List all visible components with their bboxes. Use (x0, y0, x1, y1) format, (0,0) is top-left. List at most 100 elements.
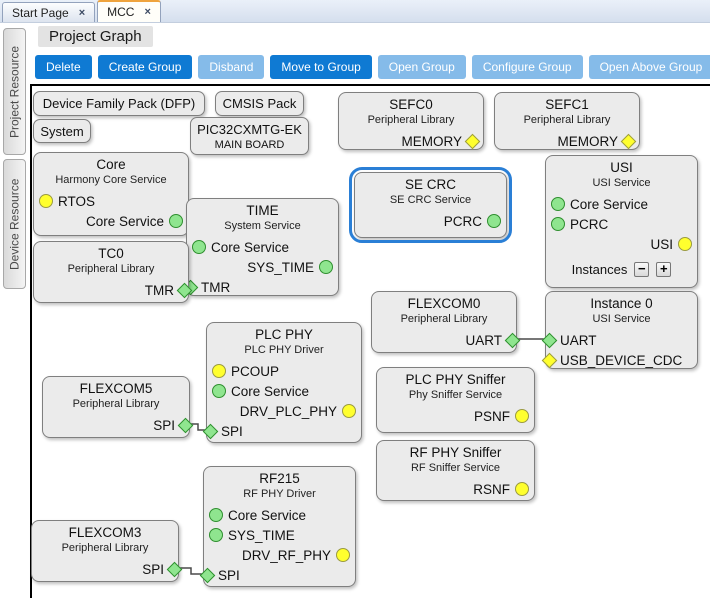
tab-start-page-label: Start Page (12, 5, 69, 20)
pin-label: RSNF (473, 481, 510, 497)
graph-toolbar: Delete Create Group Disband Move to Grou… (35, 55, 710, 79)
green-circle-icon[interactable] (212, 384, 226, 398)
node-subtitle: USI Service (592, 313, 651, 325)
yellow-diamond-icon[interactable] (620, 133, 637, 149)
node-flexcom3[interactable]: FLEXCOM3 Peripheral Library SPI (31, 520, 183, 582)
node-title: RF215 (259, 471, 300, 486)
node-title: System (40, 123, 84, 139)
delete-button[interactable]: Delete (35, 55, 92, 79)
node-title: SEFC1 (545, 97, 589, 112)
node-title: Instance 0 (590, 296, 653, 311)
node-title: PIC32CXMTG-EK (197, 121, 302, 137)
page-title: Project Graph (38, 26, 153, 47)
node-title: SEFC0 (389, 97, 433, 112)
yellow-circle-icon[interactable] (515, 409, 529, 423)
pin-label: RTOS (58, 193, 96, 209)
yellow-circle-icon[interactable] (678, 237, 692, 251)
yellow-circle-icon[interactable] (39, 194, 53, 208)
node-time[interactable]: TIME System Service Core Service SYS_TIM… (182, 198, 339, 296)
move-to-group-button[interactable]: Move to Group (270, 55, 372, 79)
node-cmsis-pack[interactable]: CMSIS Pack (215, 91, 304, 116)
node-title: FLEXCOM0 (407, 296, 481, 311)
node-instance-0[interactable]: Instance 0 USI Service UART USB_DEVICE_C… (541, 291, 698, 369)
node-subtitle: SE CRC Service (389, 194, 472, 206)
yellow-diamond-icon[interactable] (464, 133, 481, 149)
node-subtitle: Peripheral Library (61, 542, 149, 554)
node-sefc1[interactable]: SEFC1 Peripheral Library MEMORY (494, 92, 640, 150)
green-diamond-icon[interactable] (541, 332, 558, 348)
open-group-button[interactable]: Open Group (377, 55, 466, 79)
pin-label: Core Service (85, 213, 164, 229)
green-circle-icon[interactable] (192, 240, 206, 254)
green-circle-icon[interactable] (551, 197, 565, 211)
pin-label: UART (560, 332, 597, 348)
node-plc-phy[interactable]: PLC PHY PLC PHY Driver PCOUP Core Servic… (202, 322, 362, 443)
node-usi[interactable]: USI USI Service Core Service PCRC USI In… (545, 155, 698, 288)
node-title: PLC PHY Sniffer (405, 372, 506, 387)
green-circle-icon[interactable] (487, 214, 501, 228)
disband-button[interactable]: Disband (198, 55, 265, 79)
node-subtitle: Peripheral Library (523, 114, 611, 126)
node-subtitle: Peripheral Library (367, 114, 455, 126)
pin-label: USB_DEVICE_CDC (560, 352, 683, 368)
pin-label: PCRC (570, 216, 609, 232)
add-instance-button[interactable]: + (656, 261, 672, 277)
green-circle-icon[interactable] (209, 508, 223, 522)
close-icon[interactable]: × (144, 6, 151, 18)
yellow-circle-icon[interactable] (342, 404, 356, 418)
node-system[interactable]: System (33, 119, 91, 143)
node-rf215[interactable]: RF215 RF PHY Driver Core Service SYS_TIM… (199, 466, 356, 587)
green-circle-icon[interactable] (551, 217, 565, 231)
instances-label: Instances (571, 261, 628, 277)
configure-group-button[interactable]: Configure Group (471, 55, 583, 79)
node-title: USI (610, 160, 633, 175)
node-device-family-pack[interactable]: Device Family Pack (DFP) (33, 91, 205, 116)
node-flexcom5[interactable]: FLEXCOM5 Peripheral Library SPI (42, 376, 194, 438)
yellow-circle-icon[interactable] (515, 482, 529, 496)
yellow-circle-icon[interactable] (336, 548, 350, 562)
close-icon[interactable]: × (78, 6, 86, 19)
node-subtitle: RF PHY Driver (243, 488, 316, 500)
node-subtitle: MAIN BOARD (214, 138, 285, 151)
tab-mcc-label: MCC (107, 5, 135, 19)
node-subtitle: System Service (224, 220, 301, 232)
remove-instance-button[interactable]: − (634, 261, 650, 277)
pin-label: SPI (153, 417, 175, 433)
node-core[interactable]: Core Harmony Core Service RTOS Core Serv… (33, 152, 189, 236)
node-title: TIME (246, 203, 279, 218)
pin-label: PSNF (473, 408, 510, 424)
node-title: SE CRC (404, 177, 456, 192)
node-main-board[interactable]: PIC32CXMTG-EK MAIN BOARD (190, 117, 309, 155)
tab-start-page[interactable]: Start Page × (2, 2, 96, 22)
sidebar-tab-project-resource[interactable]: Project Resource (3, 28, 26, 155)
sidebar-tab-project-resource-label: Project Resource (7, 45, 22, 138)
yellow-circle-icon[interactable] (212, 364, 226, 378)
pin-label: SPI (142, 561, 164, 577)
node-title: FLEXCOM3 (68, 525, 142, 540)
node-flexcom0[interactable]: FLEXCOM0 Peripheral Library UART (371, 291, 521, 353)
node-plc-phy-sniffer[interactable]: PLC PHY Sniffer Phy Sniffer Service PSNF (376, 367, 535, 433)
node-rf-phy-sniffer[interactable]: RF PHY Sniffer RF Sniffer Service RSNF (376, 440, 535, 501)
node-sefc0[interactable]: SEFC0 Peripheral Library MEMORY (338, 92, 484, 150)
pin-label: Core Service (231, 383, 310, 399)
node-title: PLC PHY (255, 327, 313, 342)
green-circle-icon[interactable] (209, 528, 223, 542)
node-title: TC0 (98, 246, 124, 261)
open-above-group-button[interactable]: Open Above Group (588, 55, 710, 79)
create-group-button[interactable]: Create Group (97, 55, 193, 79)
green-circle-icon[interactable] (169, 214, 183, 228)
node-title: Device Family Pack (DFP) (42, 96, 196, 111)
pin-label: PCOUP (231, 363, 280, 379)
node-subtitle: Peripheral Library (400, 313, 488, 325)
pin-label: SPI (218, 567, 240, 583)
pin-label: SYS_TIME (247, 259, 314, 275)
sidebar-tab-device-resource[interactable]: Device Resource (3, 159, 26, 289)
tab-mcc[interactable]: MCC × (97, 0, 161, 22)
pin-label: MEMORY (557, 133, 618, 149)
pin-label: MEMORY (401, 133, 462, 149)
node-tc0[interactable]: TC0 Peripheral Library TMR (33, 241, 193, 303)
node-se-crc[interactable]: SE CRC SE CRC Service PCRC (349, 167, 512, 243)
node-subtitle: Harmony Core Service (55, 174, 167, 186)
pin-label: SYS_TIME (228, 527, 295, 543)
green-circle-icon[interactable] (319, 260, 333, 274)
